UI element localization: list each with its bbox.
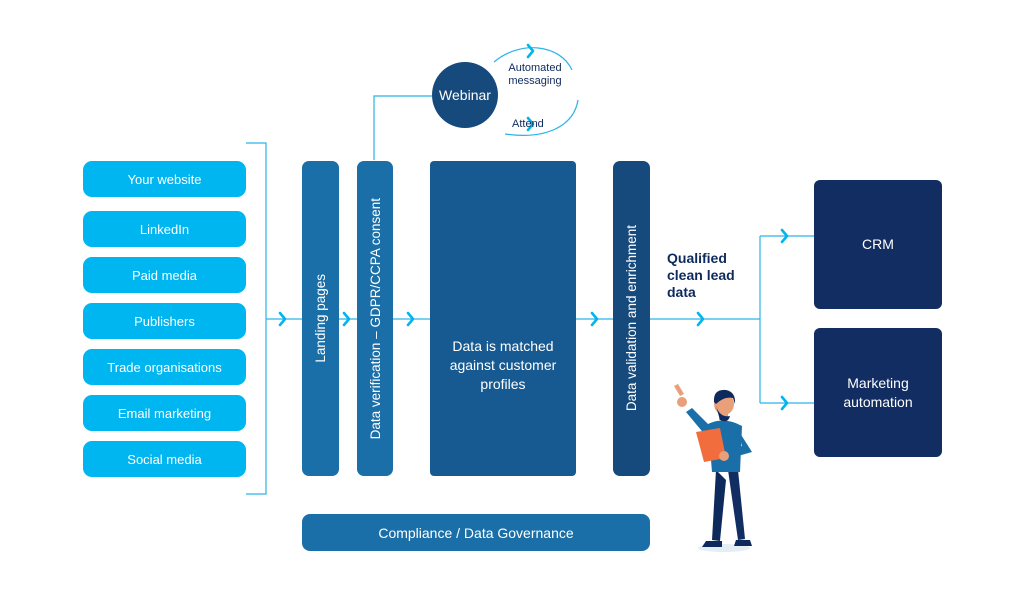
marketing-automation-label: Marketing automation [843,374,913,410]
stage-landing-pages: Landing pages [302,161,339,476]
chevron-right-icon [406,311,415,327]
webinar-branch-line [373,95,432,160]
chevron-right-icon [590,311,599,327]
stage-landing-label: Landing pages [313,274,328,363]
source-social-media: Social media [83,441,246,477]
automated-messaging-label: Automated messaging [508,62,562,87]
sources-bracket [246,142,267,495]
chevron-right-icon [278,311,287,327]
chevron-right-icon [780,228,789,244]
webinar-circle: Webinar [432,62,498,128]
source-linkedin: LinkedIn [83,211,246,247]
matching-label: Data is matched against customer profile… [449,338,557,392]
matching-box: Data is matched against customer profile… [430,161,576,476]
source-your-website: Your website [83,161,246,197]
stage-validation-label: Data validation and enrichment [624,225,639,412]
destination-crm: CRM [814,180,942,309]
chevron-right-icon [780,395,789,411]
chevron-right-icon [526,116,535,132]
split-line [759,235,814,404]
source-paid-media: Paid media [83,257,246,293]
crm-label: CRM [862,236,894,252]
qualified-data-label: Qualified clean lead data [667,250,735,300]
person-illustration [674,384,752,552]
compliance-bar: Compliance / Data Governance [302,514,650,551]
source-email-marketing: Email marketing [83,395,246,431]
chevron-right-icon [342,311,351,327]
webinar-label: Webinar [439,87,491,103]
source-trade-organisations: Trade organisations [83,349,246,385]
stage-consent: Data verification – GDPR/CCPA consent [357,161,393,476]
stage-consent-label: Data verification – GDPR/CCPA consent [367,197,383,440]
compliance-label: Compliance / Data Governance [378,524,574,541]
source-publishers: Publishers [83,303,246,339]
stage-validation: Data validation and enrichment [613,161,650,476]
chevron-right-icon [696,311,705,327]
chevron-right-icon [526,43,535,59]
destination-marketing-automation: Marketing automation [814,328,942,457]
attend-label: Attend [512,118,544,130]
webinar-loop [493,47,579,136]
